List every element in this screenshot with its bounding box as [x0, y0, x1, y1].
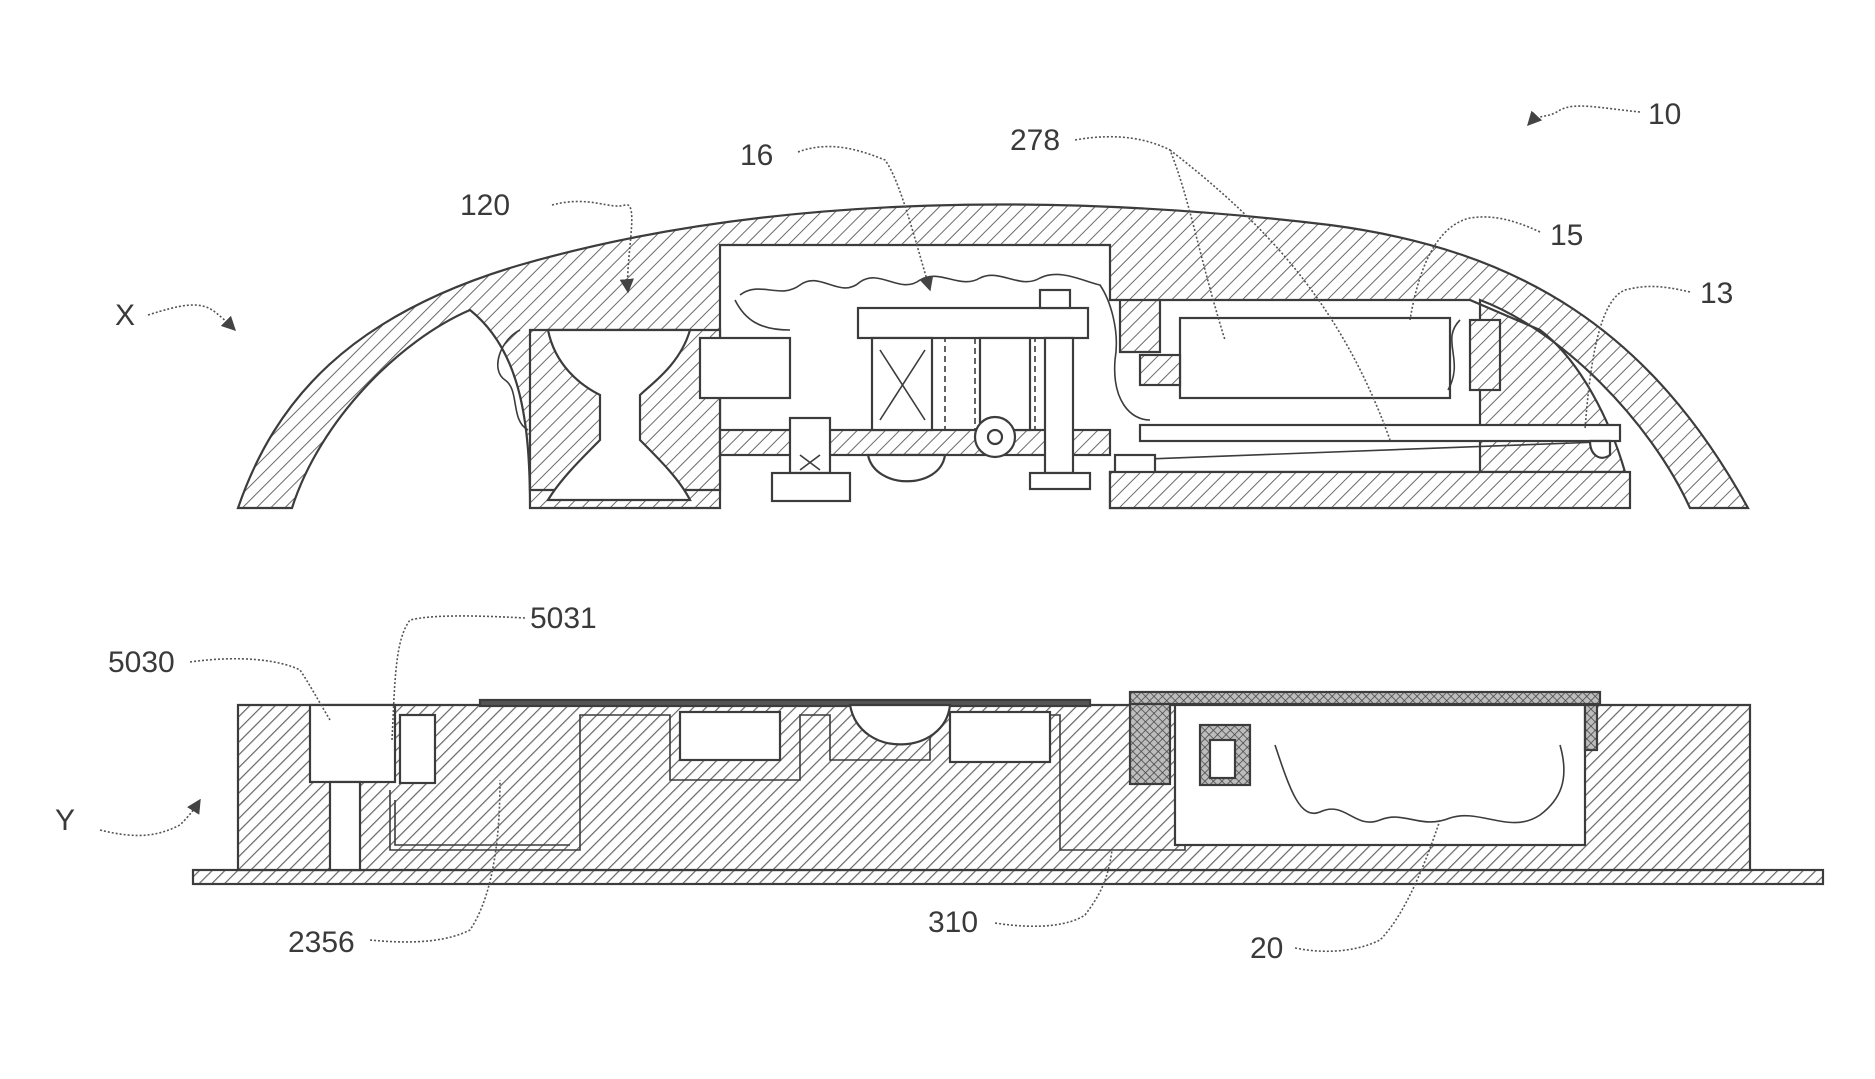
label-view-y: Y	[55, 804, 75, 837]
label-120: 120	[460, 189, 510, 222]
view-y-base	[193, 692, 1823, 884]
label-device: 10	[1648, 98, 1681, 131]
label-view-x: X	[115, 299, 135, 332]
label-20: 20	[1250, 932, 1283, 965]
label-16: 16	[740, 139, 773, 172]
label-5031: 5031	[530, 602, 597, 635]
label-2356: 2356	[288, 926, 355, 959]
label-310: 310	[928, 906, 978, 939]
label-278: 278	[1010, 124, 1060, 157]
view-x-housing	[238, 204, 1748, 508]
label-15: 15	[1550, 219, 1583, 252]
label-13: 13	[1700, 277, 1733, 310]
label-5030: 5030	[108, 646, 175, 679]
